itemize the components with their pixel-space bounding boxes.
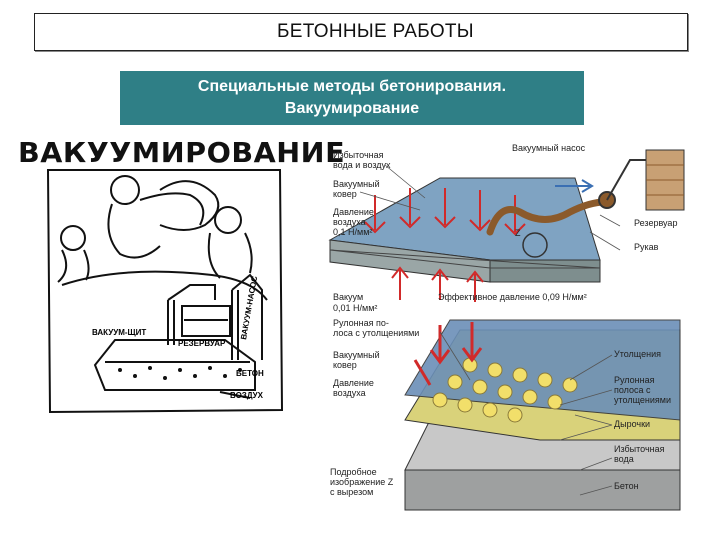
label-air-pressure-2a: Давление bbox=[333, 378, 374, 388]
label-reservoir: Резервуар bbox=[634, 218, 677, 228]
label-vacuum-carpet-2: ковер bbox=[333, 189, 357, 199]
reservoir-drawing bbox=[646, 150, 684, 210]
label-strip-1: Рулонная по- bbox=[333, 318, 389, 328]
label-z: Z bbox=[515, 228, 521, 238]
label-excess-water-1: Избыточная bbox=[333, 150, 384, 160]
label-vacuum-carpet-1: Вакуумный bbox=[333, 179, 380, 189]
label-vacuum-carpet-2a: Вакуумный bbox=[333, 350, 380, 360]
label-rolled-strip-3: утолщениями bbox=[614, 395, 671, 405]
label-effective-pressure: Эффективное давление 0,09 Н/мм² bbox=[438, 292, 587, 302]
label-thickenings: Утолщения bbox=[614, 349, 661, 359]
label-detail-2: изображение Z bbox=[330, 477, 394, 487]
label-air-pressure-3: 0,1 Н/мм² bbox=[333, 227, 372, 237]
label-vacuum-carpet-2b: ковер bbox=[333, 360, 357, 370]
label-excess-water-a: Избыточная bbox=[614, 444, 665, 454]
label-air-pressure-1: Давление bbox=[333, 207, 374, 217]
label-excess-water-b: вода bbox=[614, 454, 634, 464]
label-detail-3: с вырезом bbox=[330, 487, 373, 497]
label-detail-1: Подробное bbox=[330, 467, 377, 477]
label-rolled-strip-1: Рулонная bbox=[614, 375, 655, 385]
label-vacuum-1: Вакуум bbox=[333, 292, 363, 302]
label-vacuum-pump: Вакуумный насос bbox=[512, 143, 586, 153]
label-holes: Дырочки bbox=[614, 419, 650, 429]
label-hose: Рукав bbox=[634, 242, 659, 252]
label-air-pressure-2b: воздуха bbox=[333, 388, 366, 398]
label-strip-2: лоса с утолщениями bbox=[333, 328, 419, 338]
label-concrete: Бетон bbox=[614, 481, 639, 491]
label-rolled-strip-2: полоса с bbox=[614, 385, 651, 395]
label-air-pressure-2: воздуха bbox=[333, 217, 366, 227]
label-excess-water-2: вода и воздух bbox=[333, 160, 391, 170]
label-vacuum-2: 0,01 Н/мм² bbox=[333, 303, 377, 313]
